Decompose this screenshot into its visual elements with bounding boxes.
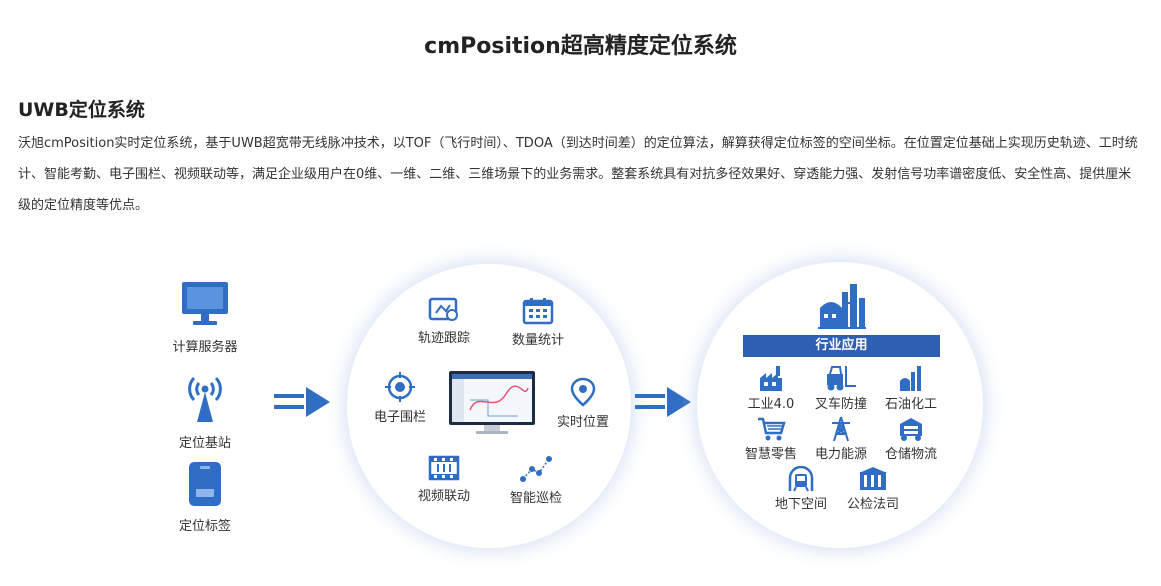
feature-realtime-label: 实时位置 [556,415,609,430]
industry-item-label: 地下空间 [774,497,827,512]
industry-item: 仓储物流 [876,416,946,462]
feature-video-label: 视频联动 [417,489,470,504]
hardware-base-station: 定位基站 [150,372,260,451]
monitor-icon [182,282,228,325]
film-icon [428,455,460,481]
industry-item: 公检法司 [838,466,908,512]
industry-banner: 行业应用 [743,335,940,357]
industry-item: 智慧零售 [736,416,806,462]
flow-arrow-icon [635,387,691,417]
trajectory-icon [428,297,458,321]
hardware-server: 计算服务器 [150,280,260,355]
hardware-tag: 定位标签 [150,461,260,534]
dashboard-monitor-image [449,371,535,434]
calendar-icon [522,298,554,325]
industry-item-label: 工业4.0 [747,397,795,412]
refinery-icon [900,366,921,391]
industry-item-label: 石油化工 [884,397,937,412]
feature-statistics: 数量统计 [498,297,578,348]
hardware-base-station-label: 定位基站 [178,436,231,451]
industry-item-label: 叉车防撞 [814,397,867,412]
section-title: UWB定位系统 [18,99,145,121]
truck-icon [900,418,922,441]
location-pin-icon [570,377,596,407]
industry-item: 叉车防撞 [806,364,876,412]
section-description: 沃旭cmPosition实时定位系统，基于UWB超宽带无线脉冲技术，以TOF（飞… [18,136,1138,213]
feature-statistics-label: 数量统计 [511,333,564,348]
industry-item: 电力能源 [806,416,876,462]
industry-item: 石油化工 [876,364,946,412]
industry-item: 工业4.0 [736,364,806,412]
feature-patrol-label: 智能巡检 [509,491,562,506]
patrol-path-icon [520,456,552,482]
flow-arrow-icon [274,387,330,417]
hardware-tag-label: 定位标签 [178,519,231,534]
fence-target-icon [385,372,415,402]
tag-icon [189,462,221,506]
hardware-server-label: 计算服务器 [172,340,238,355]
industry-item-label: 电力能源 [814,447,867,462]
industry-item-label: 仓储物流 [884,447,937,462]
pylon-icon [832,416,850,442]
feature-patrol: 智能巡检 [496,455,576,506]
factory-icon [760,366,782,391]
feature-video: 视频联动 [404,455,484,504]
building-icon [859,467,887,490]
feature-fence-label: 电子围栏 [373,410,426,425]
industry-plant-icon [818,284,866,329]
industry-item: 地下空间 [766,466,836,512]
industry-item-label: 智慧零售 [744,447,797,462]
forklift-icon [827,366,856,391]
subway-icon [788,466,814,492]
antenna-icon [188,376,222,422]
industry-item-label: 公检法司 [846,497,899,512]
feature-trajectory: 轨迹跟踪 [404,297,484,346]
cart-icon [758,417,786,441]
feature-trajectory-label: 轨迹跟踪 [417,331,470,346]
feature-fence: 电子围栏 [360,372,440,425]
page-title: cmPosition超高精度定位系统 [424,34,737,59]
feature-realtime: 实时位置 [543,377,623,430]
